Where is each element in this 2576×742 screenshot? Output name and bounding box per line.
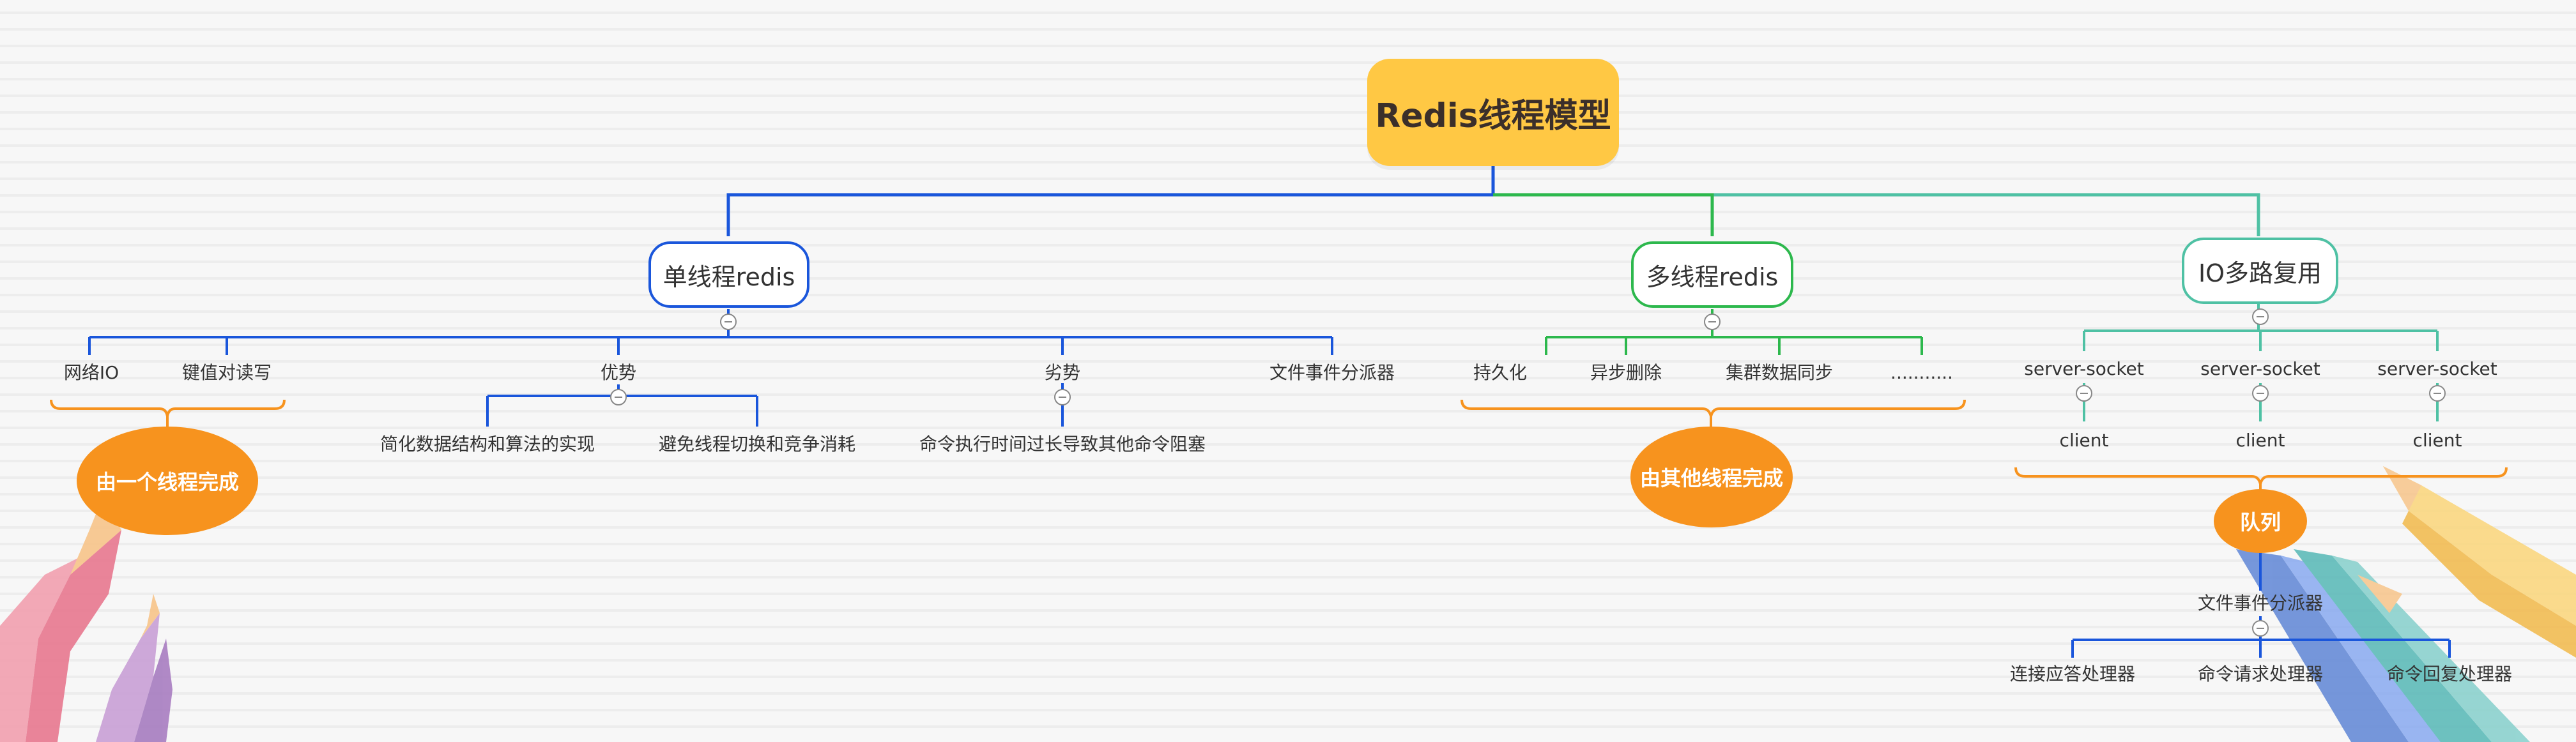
root-label: Redis线程模型	[1375, 96, 1611, 135]
branch-single-label: 单线程redis	[663, 262, 795, 291]
summary-single-label: 由一个线程完成	[95, 470, 239, 494]
root-node[interactable]: Redis线程模型	[1367, 59, 1619, 166]
topic-persistence[interactable]: 持久化	[1473, 362, 1528, 383]
topic-cluster-sync[interactable]: 集群数据同步	[1725, 362, 1834, 383]
pencil-illustration-right	[2236, 466, 2576, 742]
topic-client-2[interactable]: client	[2235, 430, 2285, 451]
topic-kv-read-write[interactable]: 键值对读写	[181, 362, 272, 383]
branch-io-label: IO多路复用	[2198, 259, 2322, 287]
branch-single-thread[interactable]: 单线程redis	[648, 241, 809, 308]
collapse-toggle-single[interactable]	[720, 314, 737, 330]
topic-server-socket-1[interactable]: server-socket	[2024, 358, 2144, 379]
topic-command-blocking[interactable]: 命令执行时间过长导致其他命令阻塞	[919, 434, 1206, 455]
branch-multi-thread[interactable]: 多线程redis	[1631, 241, 1793, 308]
summary-multi-thread[interactable]: 由其他线程完成	[1630, 427, 1793, 527]
connector-lines	[88, 166, 2451, 658]
collapse-toggle-disadvantages[interactable]	[1054, 389, 1071, 405]
collapse-toggle-server-2[interactable]	[2252, 385, 2269, 402]
pencil-illustration-left	[0, 498, 172, 742]
summary-multi-label: 由其他线程完成	[1639, 466, 1783, 490]
collapse-toggle-server-1[interactable]	[2076, 385, 2092, 402]
summary-queue-label: 队列	[2239, 510, 2281, 534]
topic-disadvantages[interactable]: 劣势	[1044, 362, 1081, 383]
topic-io-file-event-dispatcher[interactable]: 文件事件分派器	[2197, 593, 2324, 614]
topic-server-socket-3[interactable]: server-socket	[2377, 358, 2497, 379]
topic-client-1[interactable]: client	[2059, 430, 2109, 451]
topic-connection-handler[interactable]: 连接应答处理器	[2009, 663, 2136, 685]
collapse-toggle-io[interactable]	[2252, 308, 2269, 325]
collapse-toggle-multi[interactable]	[1704, 314, 1721, 330]
topic-simplify-data-structure[interactable]: 简化数据结构和算法的实现	[379, 434, 595, 455]
collapse-toggle-server-3[interactable]	[2429, 385, 2446, 402]
topic-avoid-thread-switching[interactable]: 避免线程切换和竞争消耗	[658, 434, 856, 455]
topic-ellipsis[interactable]: ...........	[1890, 362, 1953, 383]
summary-queue[interactable]: 队列	[2214, 489, 2307, 553]
branch-io-multiplexing[interactable]: IO多路复用	[2182, 238, 2338, 304]
topic-command-request-handler[interactable]: 命令请求处理器	[2197, 663, 2324, 685]
topic-server-socket-2[interactable]: server-socket	[2200, 358, 2320, 379]
topic-command-reply-handler[interactable]: 命令回复处理器	[2386, 663, 2513, 685]
branch-multi-label: 多线程redis	[1646, 262, 1779, 291]
collapse-toggle-dispatcher[interactable]	[2252, 620, 2269, 637]
topic-file-event-dispatcher[interactable]: 文件事件分派器	[1269, 362, 1395, 383]
topic-async-delete[interactable]: 异步删除	[1590, 362, 1662, 383]
topic-network-io[interactable]: 网络IO	[63, 362, 119, 383]
topic-client-3[interactable]: client	[2412, 430, 2462, 451]
collapse-toggle-advantages[interactable]	[610, 389, 627, 405]
summary-stems	[166, 416, 2262, 497]
summary-single-thread[interactable]: 由一个线程完成	[77, 427, 258, 535]
topic-advantages[interactable]: 优势	[600, 362, 637, 383]
